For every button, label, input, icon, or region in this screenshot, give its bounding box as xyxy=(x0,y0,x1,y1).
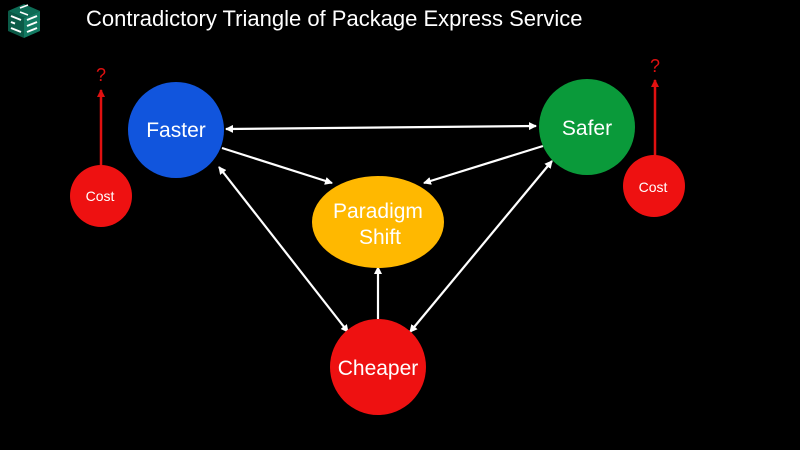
node-safer: Safer xyxy=(539,79,635,175)
arrow-faster-cheaper xyxy=(218,166,349,333)
node-paradigm-shift: Paradigm Shift xyxy=(312,176,444,268)
slide-title: Contradictory Triangle of Package Expres… xyxy=(86,6,583,31)
node-cost-left: Cost ? xyxy=(70,65,132,227)
svg-text:Cost: Cost xyxy=(639,179,668,195)
svg-text:Safer: Safer xyxy=(562,117,612,140)
svg-text:Cheaper: Cheaper xyxy=(338,357,419,380)
node-faster: Faster xyxy=(128,82,224,178)
svg-text:Shift: Shift xyxy=(359,226,401,249)
svg-text:?: ? xyxy=(96,65,106,85)
arrow-safer-cheaper xyxy=(409,160,553,333)
svg-text:Paradigm: Paradigm xyxy=(333,200,423,223)
svg-text:Cost: Cost xyxy=(86,188,115,204)
arrow-faster-paradigm xyxy=(221,146,333,185)
arrow-faster-safer xyxy=(225,122,537,133)
node-cost-right: Cost ? xyxy=(623,56,685,217)
svg-text:?: ? xyxy=(650,56,660,76)
cube-logo-icon xyxy=(8,4,40,38)
svg-text:Faster: Faster xyxy=(146,119,206,142)
node-cheaper: Cheaper xyxy=(330,319,426,415)
arrow-safer-paradigm xyxy=(423,144,544,185)
